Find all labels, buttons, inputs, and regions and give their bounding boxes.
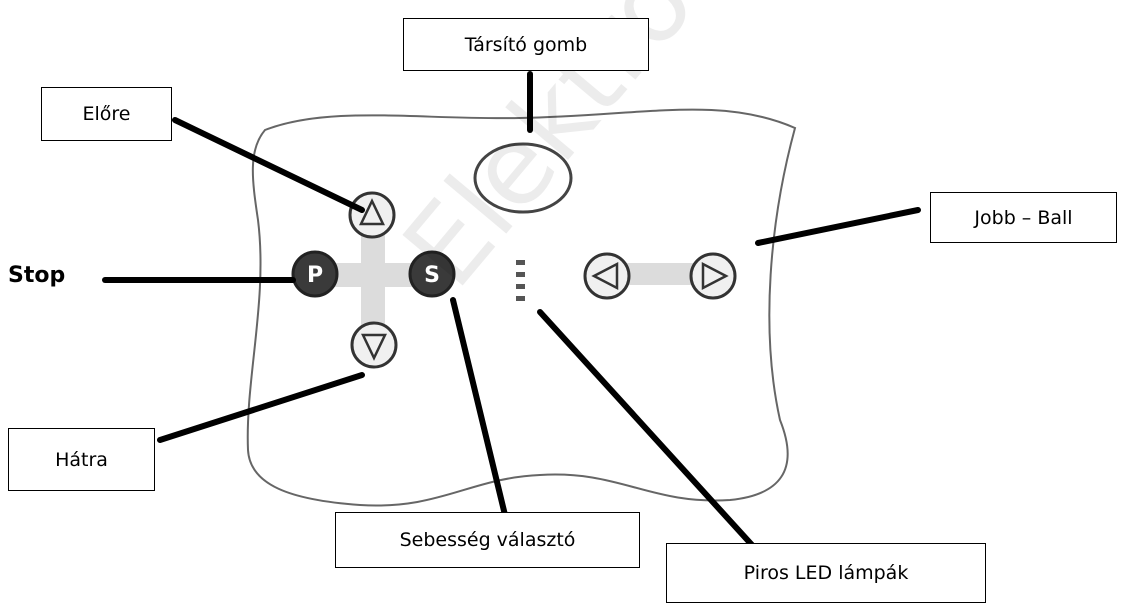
- led-2: [516, 272, 525, 277]
- dpad-connector-vertical: [361, 225, 385, 335]
- leader-backward: [157, 372, 365, 443]
- remote-body-outline: [246, 108, 797, 507]
- speed-selector-label: Sebesség választó: [335, 512, 640, 568]
- red-leds-label: Piros LED lámpák: [666, 543, 986, 603]
- stop-button[interactable]: P: [291, 250, 339, 298]
- leader-speed: [450, 297, 508, 518]
- left-button[interactable]: [583, 252, 631, 300]
- led-3: [516, 284, 525, 289]
- speed-glyph: S: [424, 263, 440, 288]
- leader-red-leds: [537, 309, 755, 548]
- pair-button-label: Társító gomb: [403, 18, 649, 71]
- leader-forward: [172, 117, 365, 213]
- stop-glyph: P: [307, 263, 323, 288]
- led-1: [516, 260, 525, 265]
- red-led-lamps: [516, 260, 525, 301]
- stop-label: Stop: [8, 263, 66, 288]
- backward-label: Hátra: [8, 428, 155, 491]
- leader-right-left: [755, 207, 921, 246]
- right-button[interactable]: [689, 252, 737, 300]
- forward-button[interactable]: [348, 191, 396, 239]
- backward-button[interactable]: [350, 321, 398, 369]
- right-left-label: Jobb – Ball: [930, 192, 1117, 243]
- forward-label: Előre: [41, 87, 172, 141]
- led-4: [516, 296, 525, 301]
- pair-button[interactable]: [473, 142, 573, 214]
- speed-button[interactable]: S: [408, 250, 456, 298]
